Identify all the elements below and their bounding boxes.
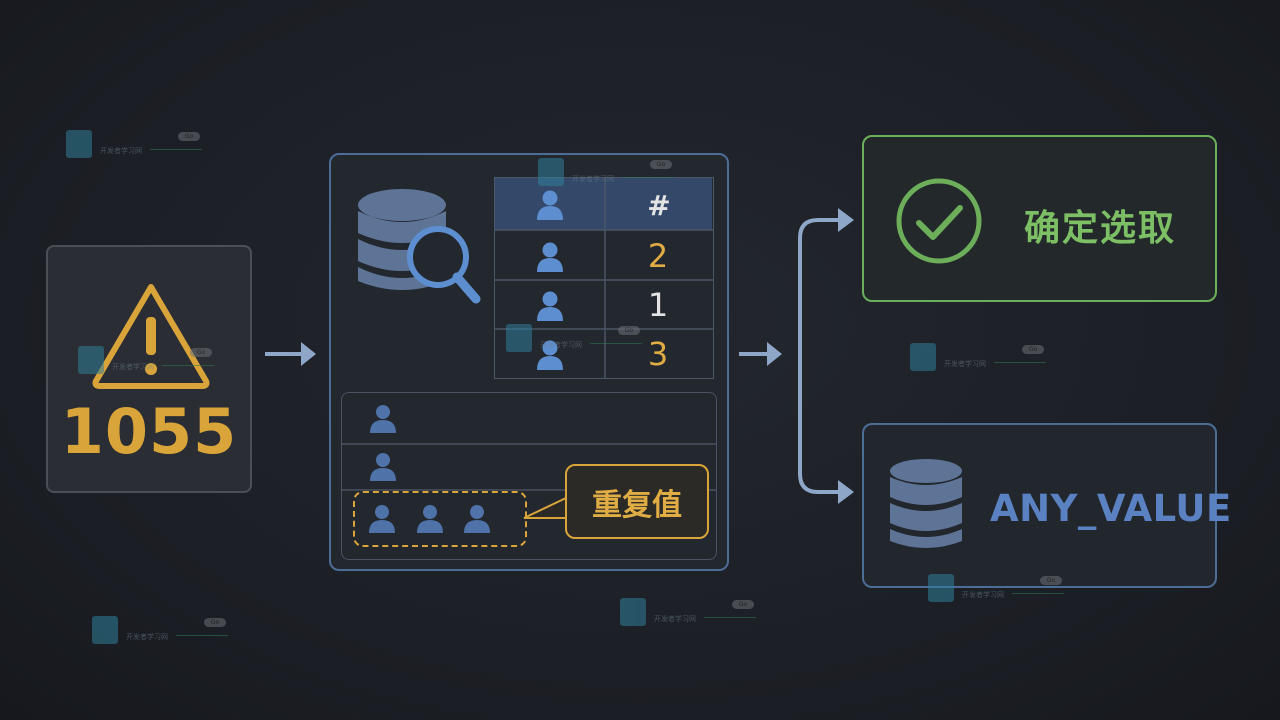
determined-selection-label: 确定选取 bbox=[1024, 208, 1177, 249]
watermark-text: 开发者学习网 bbox=[654, 615, 696, 623]
watermark-logo-icon bbox=[928, 574, 954, 602]
watermark-logo-icon bbox=[66, 130, 92, 158]
watermark-logo-icon bbox=[92, 616, 118, 644]
arrow-error-to-query bbox=[265, 342, 316, 366]
watermark-text: 开发者学习网 bbox=[944, 360, 986, 368]
user-icon bbox=[537, 291, 563, 321]
watermark-text: 开发者学习网 bbox=[100, 147, 142, 155]
branch-connector bbox=[798, 208, 854, 504]
watermark: Go 开发者学习网 bbox=[910, 343, 1050, 379]
table-header-row bbox=[495, 178, 712, 230]
watermark: Go 开发者学习网 bbox=[928, 574, 1068, 610]
watermark-go: Go bbox=[650, 160, 672, 169]
error-card: 1055 bbox=[46, 245, 252, 493]
count-column-header: # bbox=[647, 189, 671, 222]
count-cell: 2 bbox=[647, 237, 669, 275]
watermark-logo-icon bbox=[538, 158, 564, 186]
arrow-query-to-outcomes bbox=[739, 342, 782, 366]
watermark-logo-icon bbox=[910, 343, 936, 371]
any-value-card: ANY_VALUE bbox=[862, 423, 1231, 588]
watermark-line bbox=[162, 365, 214, 366]
watermark-text: 开发者学习网 bbox=[540, 341, 582, 349]
watermark: Go 开发者学习网 bbox=[620, 598, 760, 634]
user-icon bbox=[370, 405, 396, 433]
watermark-go: Go bbox=[618, 326, 640, 335]
user-icon bbox=[464, 505, 490, 533]
user-icon bbox=[370, 453, 396, 481]
callout-pointer bbox=[523, 497, 567, 519]
database-search-icon bbox=[358, 189, 481, 304]
watermark-text: 开发者学习网 bbox=[962, 591, 1004, 599]
watermark-logo-icon bbox=[78, 346, 104, 374]
watermark: Go 开发者学习网 bbox=[66, 130, 206, 166]
user-icon bbox=[537, 190, 563, 220]
watermark-go: Go bbox=[204, 618, 226, 627]
user-icon bbox=[417, 505, 443, 533]
database-icon bbox=[890, 459, 962, 548]
watermark-line bbox=[176, 635, 228, 636]
watermark-logo-icon bbox=[506, 324, 532, 352]
watermark-go: Go bbox=[190, 348, 212, 357]
check-circle-icon bbox=[896, 178, 982, 264]
watermark-line bbox=[622, 177, 674, 178]
watermark-line bbox=[590, 343, 642, 344]
user-icon bbox=[369, 505, 395, 533]
watermark-go: Go bbox=[1022, 345, 1044, 354]
watermark: Go 开发者学习网 bbox=[538, 158, 678, 194]
watermark-go: Go bbox=[1040, 576, 1062, 585]
watermark: Go 开发者学习网 bbox=[506, 324, 646, 360]
watermark-go: Go bbox=[732, 600, 754, 609]
watermark-line bbox=[994, 362, 1046, 363]
determined-selection-card: 确定选取 bbox=[862, 135, 1217, 302]
watermark-text: 开发者学习网 bbox=[112, 363, 154, 371]
watermark: Go 开发者学习网 bbox=[78, 346, 218, 382]
result-table bbox=[494, 177, 714, 379]
watermark-text: 开发者学习网 bbox=[126, 633, 168, 641]
watermark: Go 开发者学习网 bbox=[92, 616, 232, 652]
count-cell: 3 bbox=[647, 335, 669, 373]
grouped-rows-list bbox=[341, 392, 717, 560]
any-value-label: ANY_VALUE bbox=[990, 487, 1232, 530]
count-cell: 1 bbox=[647, 286, 669, 324]
watermark-line bbox=[150, 149, 202, 150]
watermark-line bbox=[704, 617, 756, 618]
warning-triangle-icon bbox=[92, 284, 210, 389]
duplicate-value-callout: 重复值 bbox=[565, 464, 709, 539]
watermark-line bbox=[1012, 593, 1064, 594]
user-icon bbox=[537, 242, 563, 272]
user-icon bbox=[537, 340, 563, 370]
watermark-logo-icon bbox=[620, 598, 646, 626]
error-code: 1055 bbox=[60, 395, 238, 468]
watermark-text: 开发者学习网 bbox=[572, 175, 614, 183]
watermark-go: Go bbox=[178, 132, 200, 141]
